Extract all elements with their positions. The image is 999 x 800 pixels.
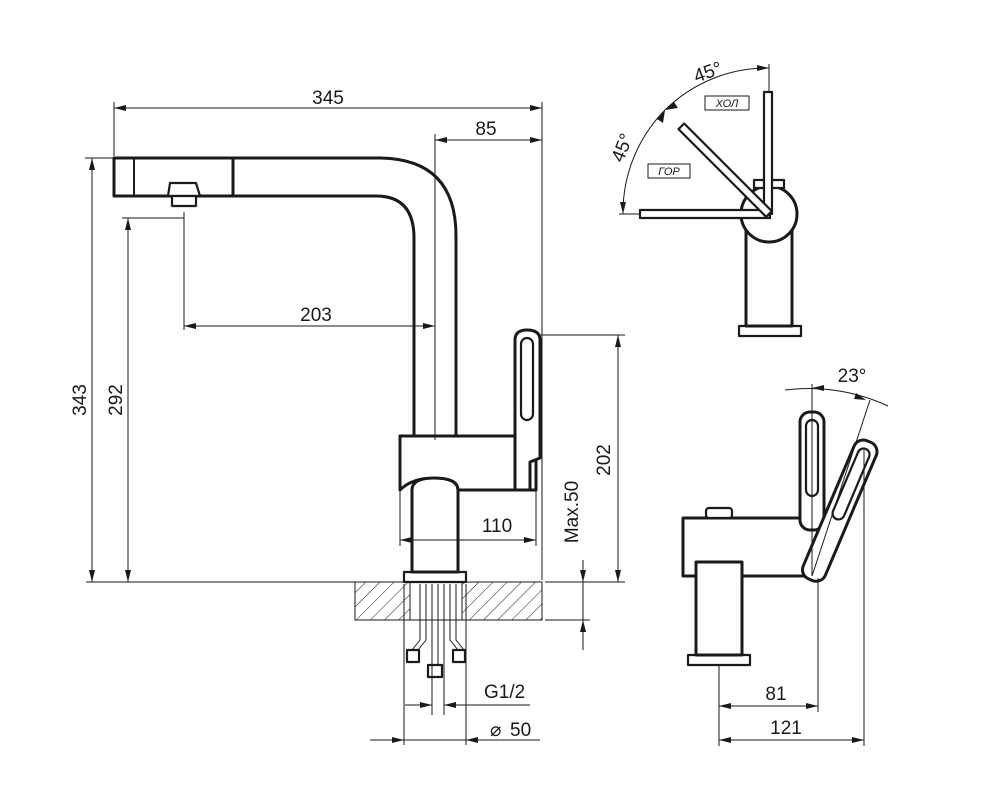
dim-max50: Max.50 xyxy=(545,481,590,650)
top-body xyxy=(744,226,794,328)
spout xyxy=(231,156,458,438)
side-view: 23° 81 121 xyxy=(681,366,889,746)
dim-max50-label: Max.50 xyxy=(562,481,583,543)
dim-85: 85 xyxy=(434,119,542,440)
countertop-left xyxy=(354,581,411,621)
dim-g12: G1/2 xyxy=(405,665,530,715)
dim-110-label: 110 xyxy=(482,516,512,537)
dim-292: 292 xyxy=(106,217,184,582)
dim-85-label: 85 xyxy=(475,119,496,140)
dim-d50: ⌀ 50 xyxy=(370,584,540,745)
supply-hoses xyxy=(405,584,467,679)
dim-203-label: 203 xyxy=(300,305,332,326)
front-view: 345 85 203 343 xyxy=(70,88,625,745)
cold-label: ХОЛ xyxy=(715,98,739,110)
dim-292-label: 292 xyxy=(106,384,127,416)
angle-hot-label: 45° xyxy=(608,131,638,166)
diameter-symbol: ⌀ xyxy=(490,720,501,741)
angle-cold-label: 45° xyxy=(691,58,725,88)
lever-front xyxy=(513,328,542,492)
dim-343-label: 343 xyxy=(70,384,91,416)
dim-110: 110 xyxy=(399,490,537,546)
countertop-right xyxy=(461,581,543,621)
lever-cold-position xyxy=(762,90,774,216)
lever-hot-position xyxy=(638,208,772,220)
dim-g12-label: G1/2 xyxy=(484,682,525,703)
side-lever-open xyxy=(801,438,879,583)
dim-202-label: 202 xyxy=(594,444,615,476)
side-dim-81-label: 81 xyxy=(765,684,786,705)
dim-345-label: 345 xyxy=(312,88,344,109)
side-dim-121-label: 121 xyxy=(770,718,802,739)
dim-343: 343 xyxy=(70,157,404,583)
dim-202: 202 xyxy=(540,334,625,583)
angle-lever-label: 23° xyxy=(838,366,867,387)
lever-mid-position xyxy=(677,122,773,218)
aerator xyxy=(166,181,202,198)
top-view: 45° 45° ХОЛ ГОР xyxy=(608,58,803,338)
hot-label: ГОР xyxy=(658,166,680,178)
lower-body xyxy=(410,476,460,574)
dim-d50-label: 50 xyxy=(510,720,531,741)
side-lower-body xyxy=(694,560,744,657)
dim-345: 345 xyxy=(113,88,543,580)
dim-203: 203 xyxy=(183,212,435,330)
main-body xyxy=(398,434,538,492)
